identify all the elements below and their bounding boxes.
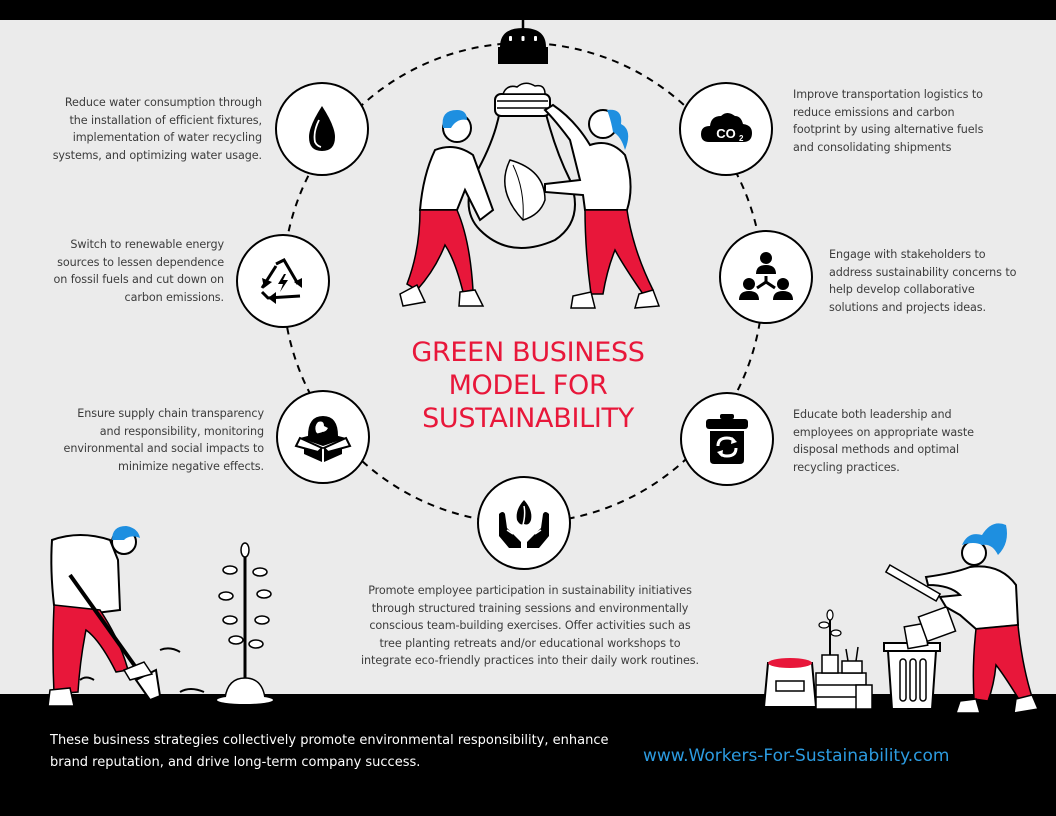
footer-summary: These business strategies collectively p… (50, 733, 609, 770)
hands-leaf-icon (499, 500, 549, 548)
energy-description: Switch to renewable energy sources to le… (53, 238, 225, 304)
title-line-1: GREEN BUSINESS (411, 337, 645, 368)
stakeholders-network-icon (739, 252, 793, 300)
co2-cloud-icon: CO 2 (701, 113, 752, 143)
stakeholders-description: Engage with stakeholders to address sust… (829, 248, 1017, 314)
svg-text:CO: CO (716, 126, 736, 141)
recycle-bin-icon (706, 414, 748, 464)
waste-description: Educate both leadership and employees on… (793, 408, 974, 474)
title-line-3: SUSTAINABILITY (422, 403, 634, 434)
transport-description: Improve transportation logistics to redu… (793, 88, 984, 154)
top-bar (0, 0, 1056, 20)
supply-description: Ensure supply chain transparency and res… (63, 407, 265, 473)
participation-circle (477, 476, 571, 570)
water-drop-icon (309, 106, 335, 151)
transport-circle: CO 2 (679, 82, 773, 176)
page-title: GREEN BUSINESS MODEL FOR SUSTAINABILITY (380, 336, 676, 435)
water-circle (275, 82, 369, 176)
globe-box-icon (294, 416, 352, 462)
energy-circle (236, 234, 330, 328)
water-description: Reduce water consumption through the ins… (52, 96, 262, 162)
stakeholders-circle (719, 230, 813, 324)
man-planting-tree-illustration (47, 526, 273, 707)
svg-text:2: 2 (739, 134, 744, 143)
footer-band (0, 694, 1056, 816)
people-lightbulb-illustration (399, 82, 661, 309)
renewable-energy-icon (260, 258, 302, 304)
supply-circle (276, 390, 370, 484)
waste-circle (680, 392, 774, 486)
title-line-2: MODEL FOR (448, 370, 608, 401)
woman-recycling-illustration (762, 523, 1040, 714)
website-link[interactable]: www.Workers-For-Sustainability.com (643, 746, 950, 766)
participation-description: Promote employee participation in sustai… (361, 584, 699, 667)
